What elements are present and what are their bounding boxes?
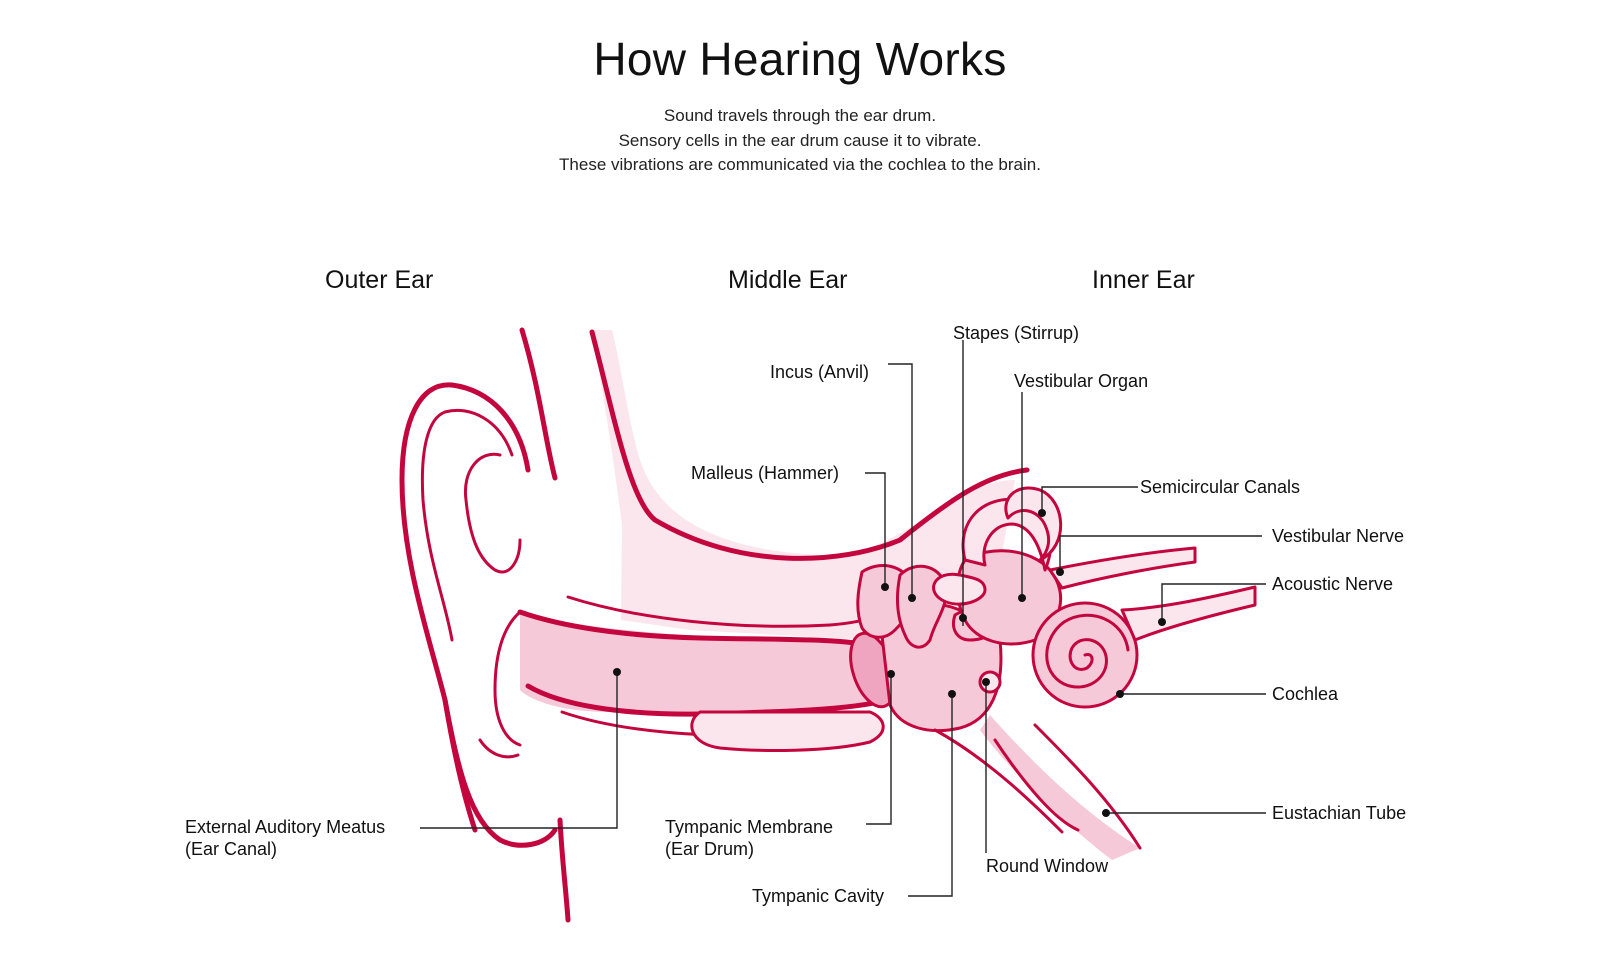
lead-vestibular-nerve [1059,535,1262,572]
label-acoustic-nerve: Acoustic Nerve [1272,574,1394,594]
eustachian-tube-wall-upper [1033,723,1142,850]
lobe-lower [557,817,571,923]
helix-inner [420,408,514,642]
tragus [478,738,520,759]
label-semicircular-canals: Semicircular Canals [1140,477,1301,497]
label-vestibular-nerve: Vestibular Nerve [1272,526,1405,546]
dot-incus [908,594,916,602]
lead-semicircular [1041,486,1138,513]
concha [493,610,522,747]
subtitle-line-1: Sound travels through the ear drum. [663,106,937,125]
lead-malleus [865,472,886,587]
dot-acoustic-nerve [1158,618,1166,626]
label-tympanic-membrane-2: (Ear Drum) [665,839,754,859]
subtitle-line-3: These vibrations are communicated via th… [559,155,1041,174]
temporal-bone [592,330,1015,640]
dot-ear-canal [613,668,621,676]
label-tympanic-cavity: Tympanic Cavity [752,886,885,906]
mastoid-bone [690,710,885,752]
vestibular-nerve [1048,546,1197,590]
label-incus: Incus (Anvil) [770,362,870,382]
dot-tympanic-membrane [887,670,895,678]
eustachian-tube-wall-lower [993,738,1080,832]
lobe-outline [442,697,558,848]
page-title: How Hearing Works [593,33,1007,85]
dot-malleus [881,583,889,591]
label-cochlea: Cochlea [1272,684,1339,704]
antihelix [463,452,522,574]
semicircular-canal-posterior [1004,486,1063,562]
lead-acoustic-nerve [1161,583,1266,622]
acoustic-nerve [1120,585,1257,642]
ear-canal [520,612,899,712]
cochlea-spiral [1045,613,1130,689]
label-eustachian-tube: Eustachian Tube [1272,803,1407,823]
section-outer-ear: Outer Ear [325,266,434,294]
dot-eustachian [1102,809,1110,817]
dot-tympanic-cavity [948,690,956,698]
auricle-outer-rim [519,327,558,481]
dot-semicircular [1038,509,1046,517]
dot-stapes [959,614,967,622]
eustachian-tube-shape [980,715,1140,860]
label-vestibular-organ: Vestibular Organ [1014,371,1149,391]
label-ear-canal-1: External Auditory Meatus [185,817,386,837]
label-stapes: Stapes (Stirrup) [953,323,1080,343]
lead-ear-canal [420,672,618,829]
throat-wall [933,728,1064,834]
dot-cochlea [1116,690,1124,698]
semicircular-canal-lateral [932,572,987,606]
skull-outline [589,329,1030,561]
dot-vestibular-organ [1018,594,1026,602]
section-middle-ear: Middle Ear [728,266,848,294]
label-malleus: Malleus (Hammer) [691,463,840,483]
label-ear-canal-2: (Ear Canal) [185,839,278,859]
subtitle-line-2: Sensory cells in the ear drum cause it t… [618,131,982,150]
lead-tympanic-membrane [866,674,892,825]
semicircular-canal-superior [961,497,1053,572]
label-round-window: Round Window [986,856,1109,876]
dot-round-window [982,678,990,686]
helix-outline [399,382,531,833]
lead-incus [888,363,913,598]
dot-vestibular-nerve [1056,568,1064,576]
label-tympanic-membrane-1: Tympanic Membrane [665,817,834,837]
section-inner-ear: Inner Ear [1092,266,1195,294]
lead-tympanic-cavity [908,694,953,897]
